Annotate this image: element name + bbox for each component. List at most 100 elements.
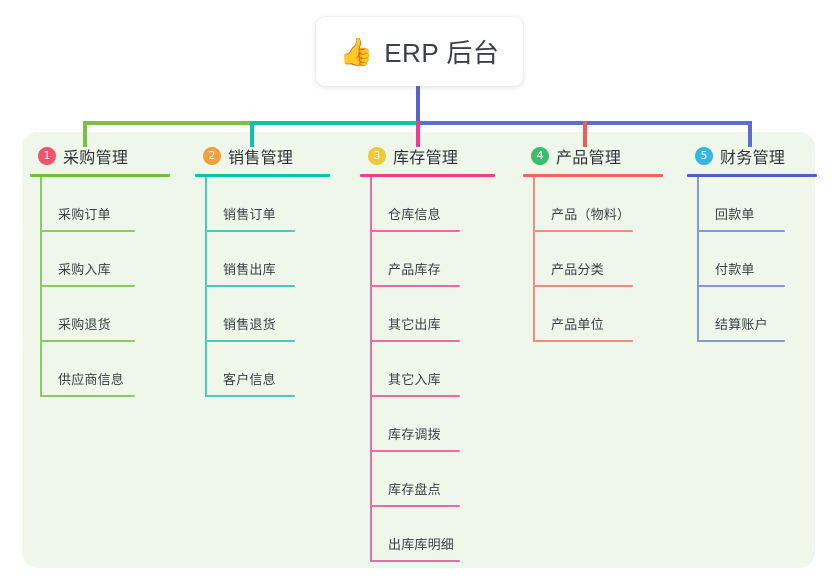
branch-item-label: 其它入库	[388, 372, 441, 387]
branch-number-badge: 5	[695, 147, 713, 165]
branch-item-rule	[370, 340, 460, 342]
branch-item-rule	[697, 230, 785, 232]
branch-item[interactable]: 仓库信息	[360, 177, 495, 232]
branch-item-rule	[370, 285, 460, 287]
branch-header-product[interactable]: 4 产品管理	[523, 143, 663, 169]
branch-item[interactable]: 产品单位	[523, 287, 663, 342]
drop-sales	[250, 121, 254, 147]
branch-item-rule	[370, 450, 460, 452]
branch-item-list: 回款单付款单结算账户	[687, 177, 817, 342]
branch-item-label: 出库库明细	[388, 537, 455, 552]
branch-item-rule	[40, 285, 135, 287]
drop-purchase	[83, 121, 87, 147]
branch-item-rule	[40, 395, 135, 397]
branch-item[interactable]: 库存调拨	[360, 397, 495, 452]
branch-spine	[370, 177, 372, 562]
branch-item[interactable]: 库存盘点	[360, 452, 495, 507]
branch-spine	[697, 177, 699, 342]
branch-item-label: 付款单	[715, 262, 755, 277]
connector-stem	[416, 86, 420, 125]
branch-item[interactable]: 其它入库	[360, 342, 495, 397]
root-node-title: ERP 后台	[384, 38, 500, 68]
branches-background-panel	[22, 132, 815, 568]
branch-spine	[205, 177, 207, 397]
branch-item[interactable]: 付款单	[687, 232, 817, 287]
branch-title: 采购管理	[63, 150, 129, 167]
branch-item-label: 回款单	[715, 207, 755, 222]
branch-item-label: 采购退货	[58, 317, 111, 332]
branch-item-label: 客户信息	[223, 372, 276, 387]
root-node-card[interactable]: 👍 ERP 后台	[316, 17, 523, 86]
branch-item-rule	[370, 230, 460, 232]
branch-header-rule	[195, 174, 330, 177]
branch-column-finance: 5 财务管理回款单付款单结算账户	[687, 143, 817, 342]
branch-item-label: 产品库存	[388, 262, 441, 277]
branch-item-label: 其它出库	[388, 317, 441, 332]
branch-item-rule	[205, 340, 295, 342]
branch-item[interactable]: 产品库存	[360, 232, 495, 287]
branch-item-rule	[40, 340, 135, 342]
branch-item-label: 仓库信息	[388, 207, 441, 222]
connector-bar-teal	[250, 121, 418, 125]
branch-spine	[40, 177, 42, 397]
branch-item[interactable]: 结算账户	[687, 287, 817, 342]
drop-product	[583, 121, 587, 147]
branch-item[interactable]: 销售出库	[195, 232, 330, 287]
branch-item-rule	[533, 230, 633, 232]
branch-column-product: 4 产品管理产品（物料） 产品分类产品单位	[523, 143, 663, 342]
connector-bar-green	[83, 121, 252, 125]
branch-item-rule	[370, 395, 460, 397]
branch-number-badge: 4	[531, 147, 549, 165]
branch-item-rule	[697, 285, 785, 287]
branch-item[interactable]: 客户信息	[195, 342, 330, 397]
branch-item[interactable]: 产品（物料）	[523, 177, 663, 232]
branch-header-rule	[30, 174, 170, 177]
branch-item[interactable]: 供应商信息	[30, 342, 170, 397]
branch-item-list: 采购订单采购入库采购退货供应商信息	[30, 177, 170, 397]
thumbs-up-icon: 👍	[339, 37, 374, 67]
branch-title: 财务管理	[720, 150, 786, 167]
branch-item-label: 采购入库	[58, 262, 111, 277]
branch-item[interactable]: 采购入库	[30, 232, 170, 287]
branch-item[interactable]: 采购退货	[30, 287, 170, 342]
branch-item-label: 库存调拨	[388, 427, 441, 442]
branch-item-label: 采购订单	[58, 207, 111, 222]
branch-number-badge: 2	[203, 147, 221, 165]
branch-item[interactable]: 其它出库	[360, 287, 495, 342]
branch-item-rule	[40, 230, 135, 232]
branch-header-rule	[360, 174, 495, 177]
branch-header-finance[interactable]: 5 财务管理	[687, 143, 817, 169]
branch-item-label: 产品（物料）	[551, 207, 631, 222]
branch-item[interactable]: 销售订单	[195, 177, 330, 232]
branch-number-badge: 3	[368, 147, 386, 165]
branch-item[interactable]: 采购订单	[30, 177, 170, 232]
branch-header-rule	[523, 174, 663, 177]
branch-item-label: 产品单位	[551, 317, 604, 332]
branch-item-label: 销售退货	[223, 317, 276, 332]
branch-item-rule	[533, 285, 633, 287]
branch-item[interactable]: 销售退货	[195, 287, 330, 342]
branch-item-rule	[370, 505, 460, 507]
branch-spine	[533, 177, 535, 342]
branch-item-list: 仓库信息产品库存其它出库其它入库库存调拨库存盘点出库库明细	[360, 177, 495, 562]
branch-header-rule	[687, 174, 817, 177]
branch-item-rule	[205, 285, 295, 287]
branch-item[interactable]: 回款单	[687, 177, 817, 232]
drop-finance	[748, 121, 752, 147]
branch-item-list: 销售订单销售出库销售退货客户信息	[195, 177, 330, 397]
branch-title: 产品管理	[556, 150, 622, 167]
branch-item-label: 结算账户	[715, 317, 768, 332]
branch-item[interactable]: 产品分类	[523, 232, 663, 287]
branch-item-label: 库存盘点	[388, 482, 441, 497]
branch-item-label: 销售订单	[223, 207, 276, 222]
branch-item-rule	[697, 340, 785, 342]
branch-item[interactable]: 出库库明细	[360, 507, 495, 562]
branch-item-list: 产品（物料） 产品分类产品单位	[523, 177, 663, 342]
